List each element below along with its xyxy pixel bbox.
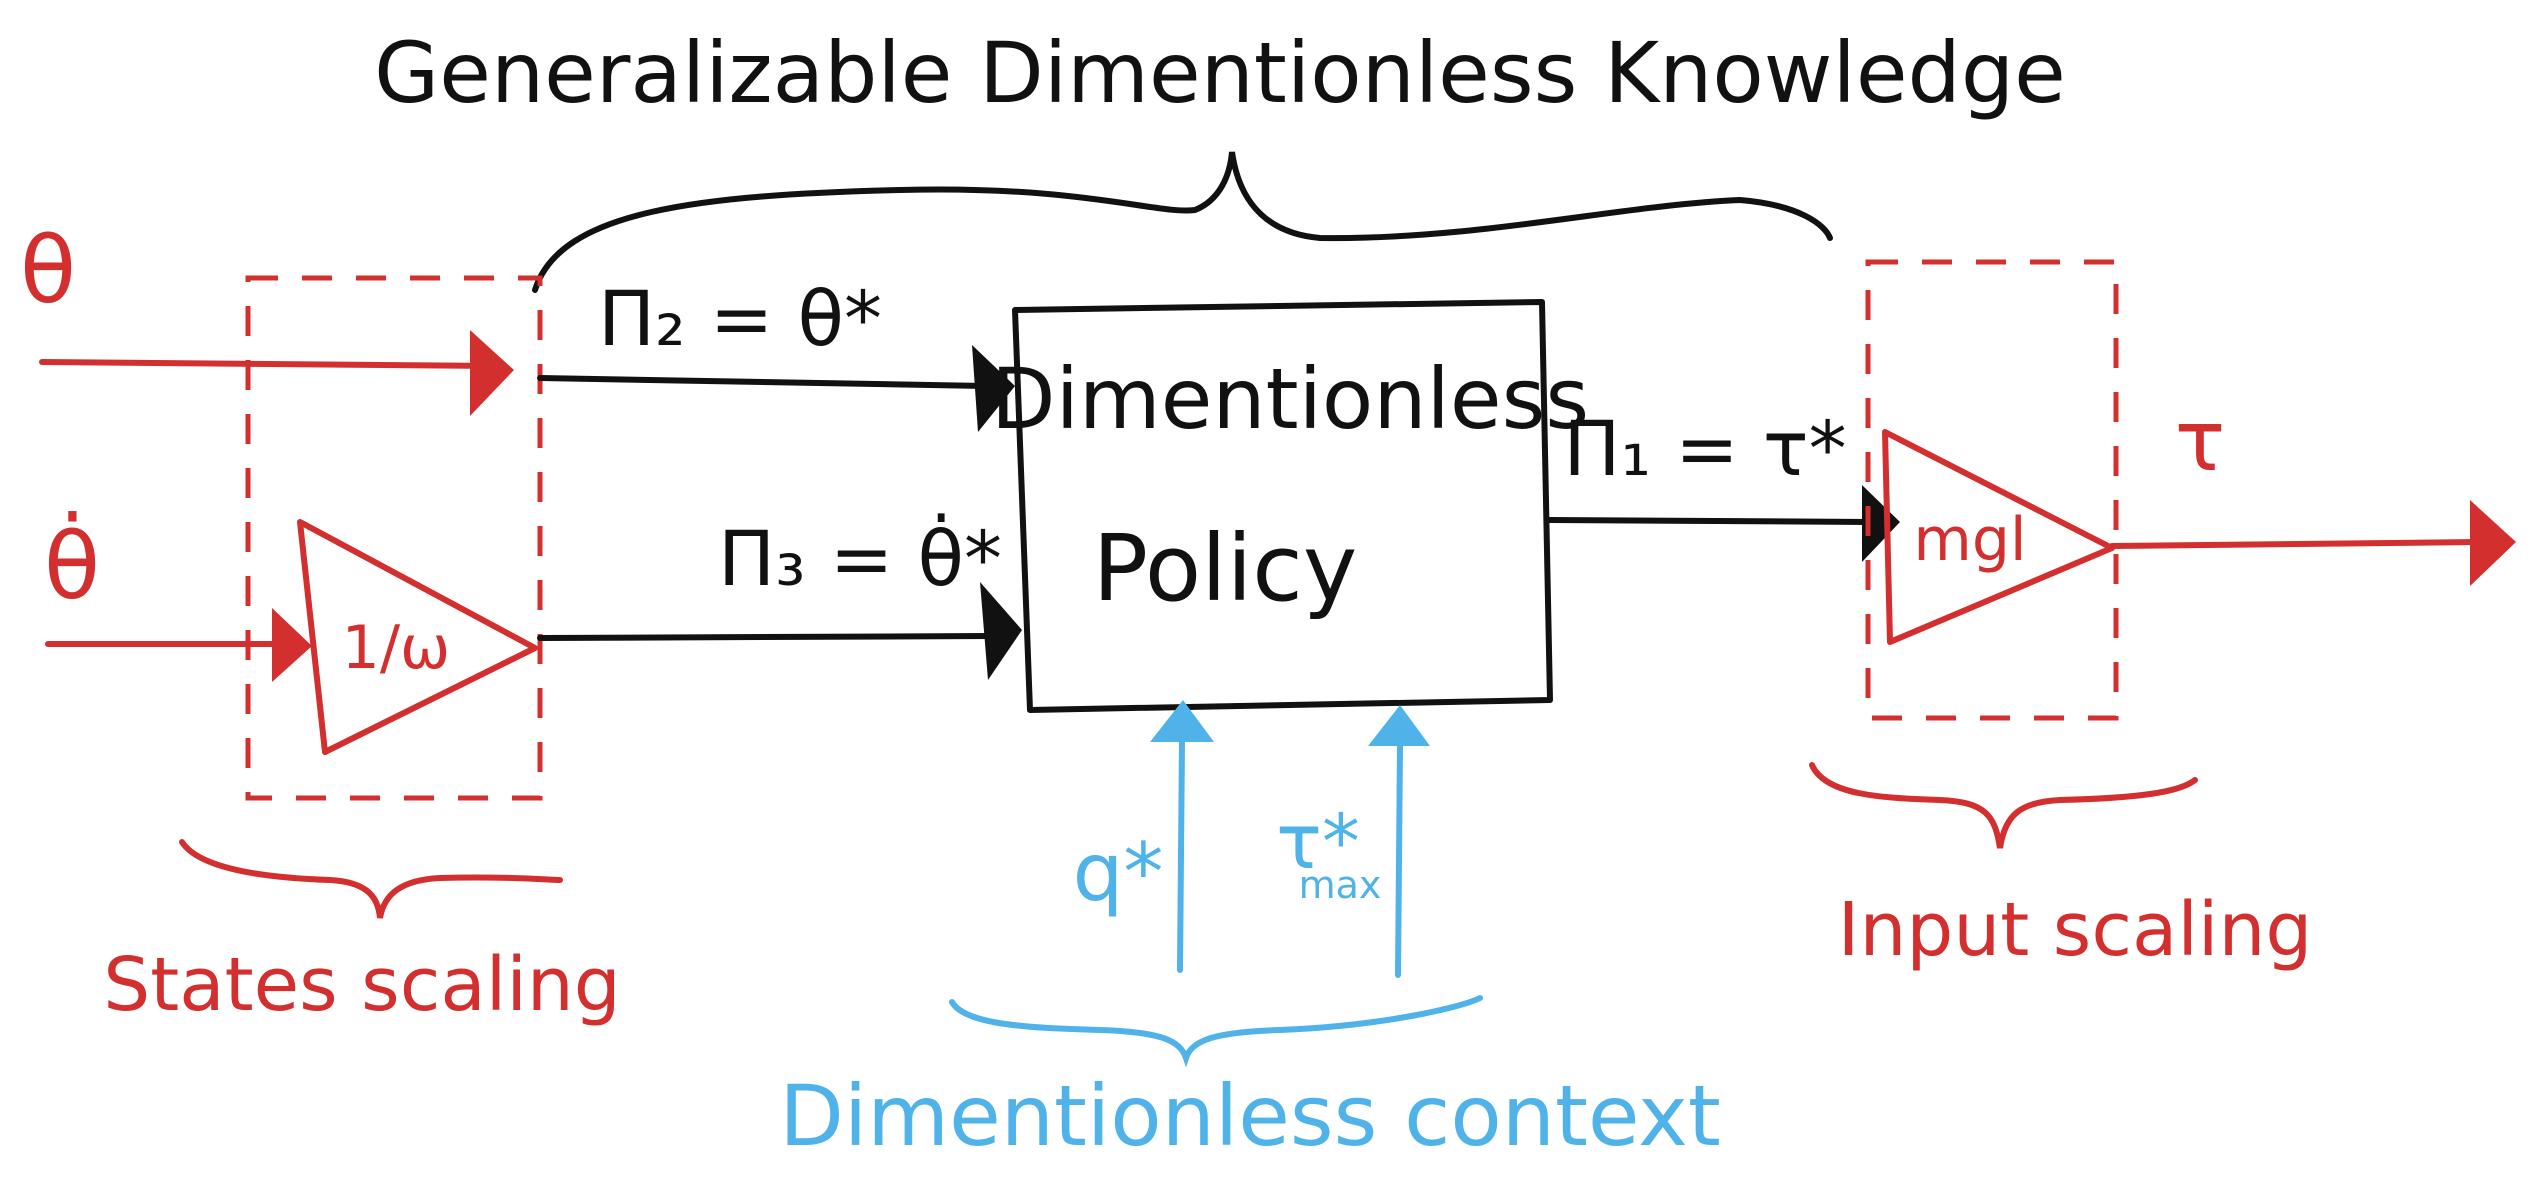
pi3-signal-line (537, 633, 993, 641)
input-gain-triangle (1882, 429, 2115, 645)
tau-max-arrow-line (1395, 742, 1403, 978)
context-label: Dimentionless context (779, 1067, 1721, 1165)
output-label: τ (2175, 392, 2226, 490)
policy-label-line2: Policy (1093, 515, 1358, 622)
knowledge-brace (532, 151, 1833, 293)
pi1-arrowhead (1862, 485, 1900, 562)
input-scaling-label: Input scaling (1838, 887, 2313, 973)
theta-input-label: θ (20, 217, 76, 324)
theta-input-line (39, 359, 503, 369)
output-arrowhead (2470, 500, 2516, 586)
states-scaling-label: States scaling (103, 942, 621, 1028)
q-star-label: q* (1073, 826, 1164, 919)
states-scaling-box (245, 275, 543, 801)
pi3-label: Π₃ = θ̇* (718, 512, 1002, 603)
pi3-arrowhead (980, 582, 1022, 680)
tau-max-subscript: max (1299, 863, 1382, 907)
input-gain-label: mgl (1913, 505, 2026, 575)
diagram-title: Generalizable Dimentionless Knowledge (374, 24, 2066, 122)
context-brace (949, 995, 1483, 1068)
output-line (2109, 539, 2481, 549)
pi2-arrowhead (972, 345, 1015, 432)
q-star-arrow-line (1177, 737, 1185, 973)
theta-input-arrowhead (470, 330, 514, 416)
theta-dot-input-arrowhead (272, 608, 312, 682)
state-gain-label: 1/ω (342, 613, 451, 683)
input-scaling-brace (1809, 762, 2198, 849)
pi1-signal-line (1547, 517, 1873, 525)
input-scaling-box (1865, 259, 2119, 721)
policy-block (1012, 299, 1553, 713)
pi2-label: Π₂ = θ* (598, 274, 882, 363)
q-star-arrowhead (1150, 700, 1214, 742)
states-scaling-brace (179, 839, 563, 919)
theta-dot-input-label: θ̇ (44, 510, 100, 620)
pi1-label: Π₁ = τ* (1563, 404, 1846, 493)
policy-label-line1: Dimentionless (991, 350, 1589, 448)
tau-max-arrowhead (1368, 705, 1430, 746)
pi2-signal-line (537, 375, 988, 389)
state-gain-triangle (297, 519, 538, 755)
tau-max-star-label: τ* (1276, 797, 1360, 886)
